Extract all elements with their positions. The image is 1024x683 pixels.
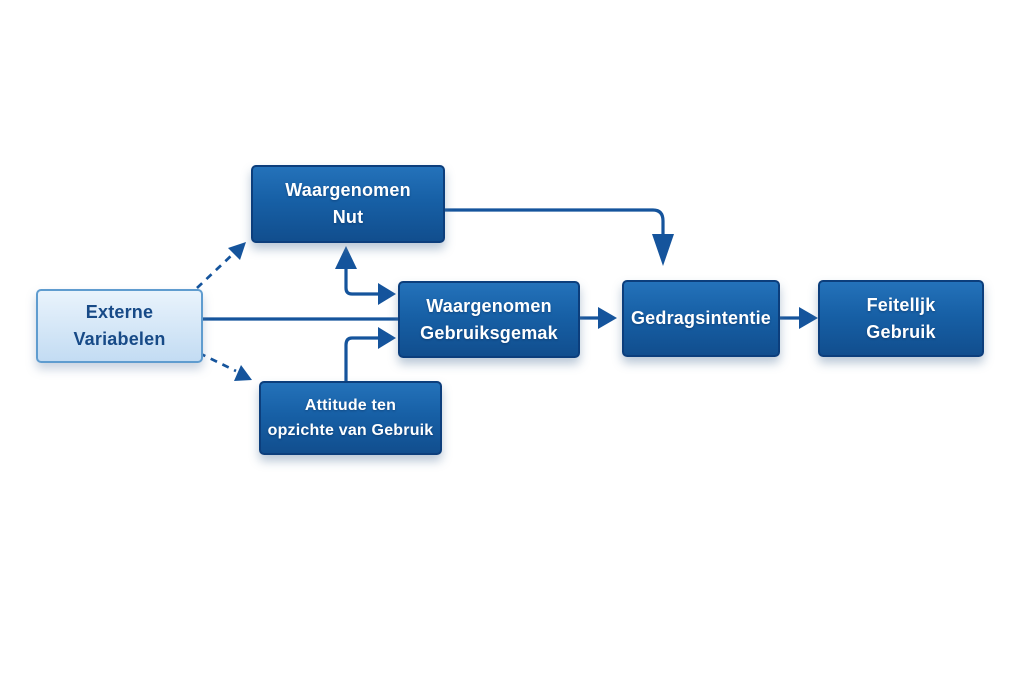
edge-line [198, 351, 237, 373]
edge-line [445, 208, 665, 235]
edge-gebruiksgemak-nut-bidirectional [335, 246, 396, 305]
node-waargenomen-nut: Waargenomen Nut [251, 165, 445, 243]
node-label-line: Externe [85, 302, 154, 322]
node-label-line: Variabelen [73, 329, 166, 349]
arrowhead-icon [652, 234, 674, 266]
node-attitude-ten-opzichte-van-gebruik: Attitude ten opzichte van Gebruik [259, 381, 442, 455]
edge-attitude-to-gebruiksgemak [344, 327, 396, 381]
node-label-line: Nut [332, 207, 364, 227]
edge-gebruiksgemak-to-gedragsintentie [580, 307, 617, 329]
arrowhead-icon [234, 365, 252, 381]
node-externe-variabelen: Externe Variabelen [36, 289, 203, 363]
edge-nut-to-gedragsintentie [445, 208, 674, 266]
node-gedragsintentie: Gedragsintentie [622, 280, 780, 357]
arrowhead-icon [598, 307, 617, 329]
arrowhead-icon [228, 242, 246, 260]
arrowhead-icon [378, 327, 396, 349]
arrowhead-icon [799, 307, 818, 329]
edge-externe-to-nut [196, 242, 246, 289]
node-label-line: Gebruik [866, 321, 936, 342]
node-label-line: Waargenomen [426, 295, 552, 316]
node-label-line: Waargenomen [285, 180, 411, 200]
node-label-line: Feitelljk [866, 294, 936, 315]
node-feitelijk-gebruik: Feitelljk Gebruik [818, 280, 984, 357]
node-label-line: Gebruiksgemak [420, 322, 558, 343]
node-waargenomen-gebruiksgemak: Waargenomen Gebruiksgemak [398, 281, 580, 358]
node-label-line: opzichte van Gebruik [267, 422, 434, 439]
edge-line [196, 253, 234, 289]
edge-line [344, 266, 379, 296]
edge-gedragsintentie-to-feitelijk [780, 307, 818, 329]
node-label-line: Attitude ten [304, 397, 397, 414]
node-label-line: Gedragsintentie [630, 308, 772, 328]
edge-line [344, 336, 379, 381]
arrowhead-right-icon [378, 283, 396, 305]
edge-externe-to-attitude [198, 351, 252, 381]
arrowhead-up-icon [335, 246, 357, 269]
